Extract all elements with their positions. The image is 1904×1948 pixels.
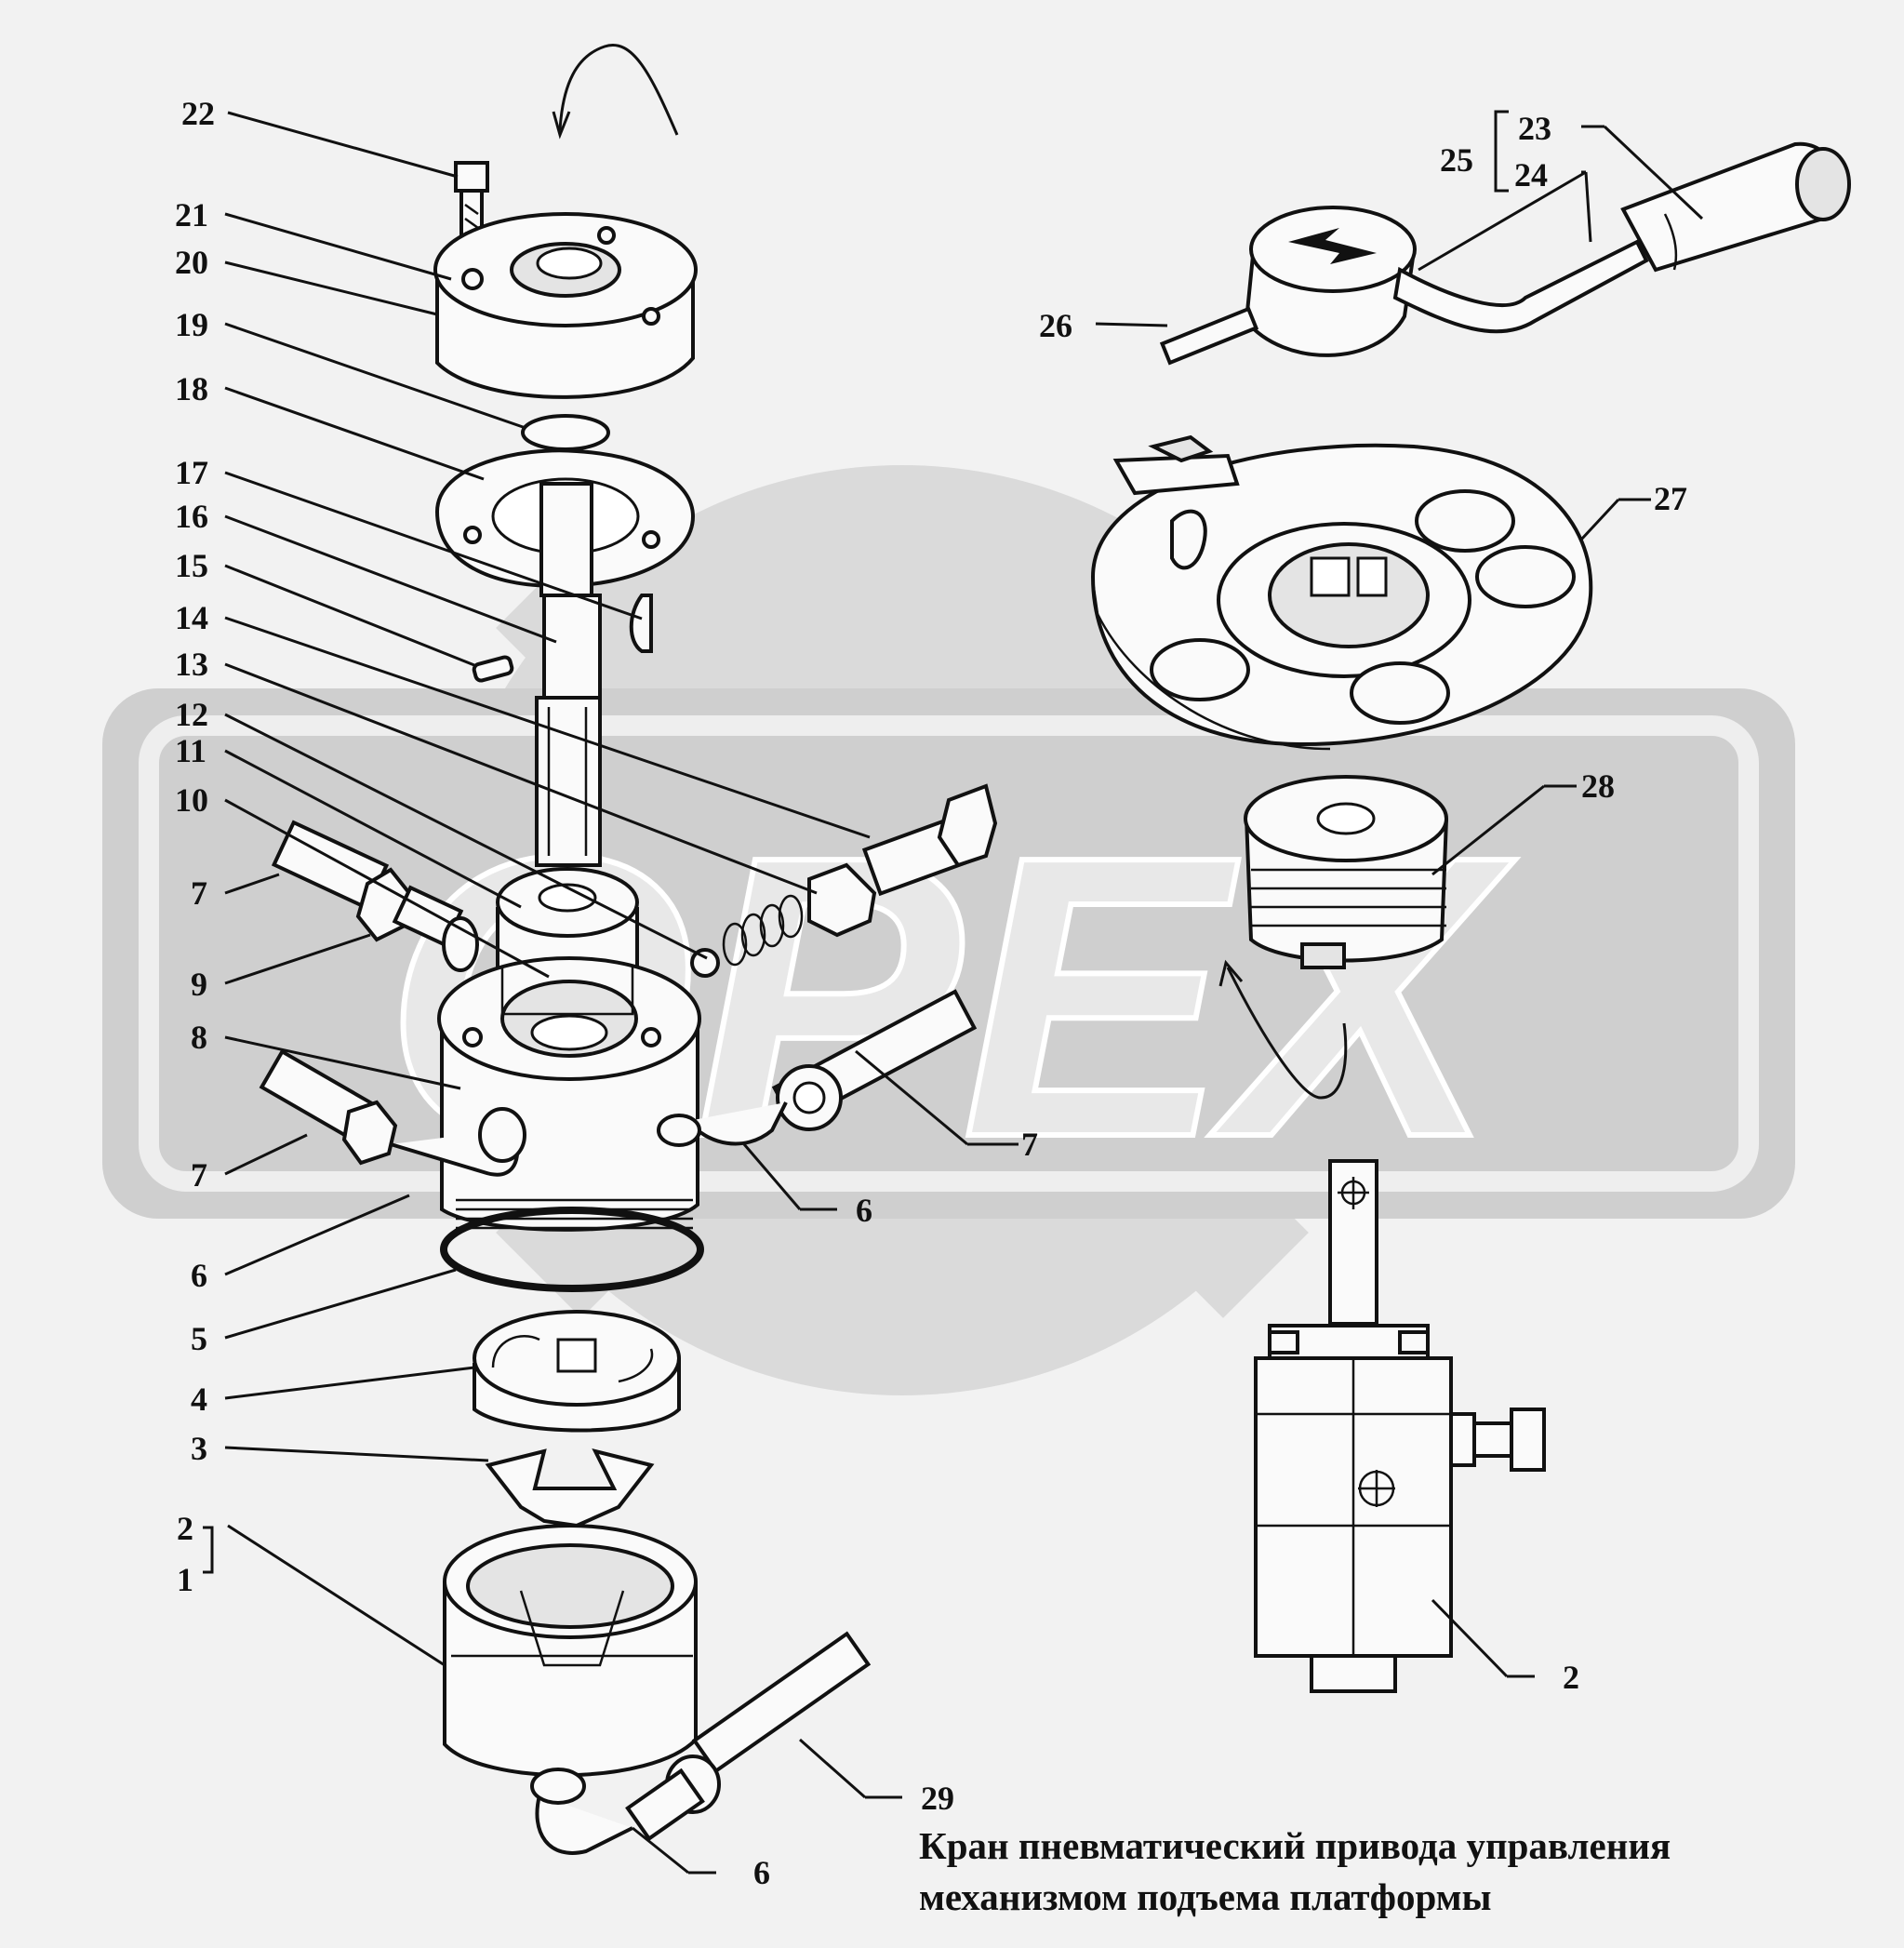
callout-3: 3	[191, 1430, 207, 1467]
callout-21: 21	[175, 196, 208, 233]
callout-18: 18	[175, 370, 208, 407]
callout-22: 22	[181, 95, 215, 132]
callout-2-left: 2	[177, 1510, 193, 1547]
callout-10: 10	[175, 781, 208, 819]
callout-11: 11	[175, 732, 206, 769]
callout-20: 20	[175, 244, 208, 281]
washer-3	[485, 1448, 655, 1528]
callout-12: 12	[175, 696, 208, 733]
valve-side-view-2	[1254, 1159, 1546, 1693]
callout-6-left: 6	[191, 1257, 207, 1294]
caption-line-1: Кран пневматический привода управления	[919, 1824, 1671, 1867]
pin-15	[472, 655, 514, 683]
plate-4	[473, 1310, 681, 1433]
callout-2-right: 2	[1563, 1659, 1579, 1696]
callout-8: 8	[191, 1019, 207, 1056]
callout-29: 29	[921, 1780, 954, 1817]
o-ring-19	[521, 414, 610, 451]
callout-labels: 22 21 20 19 18 17 16 15 14 13 12 11 10 7…	[175, 95, 1687, 1891]
callout-5: 5	[191, 1320, 207, 1357]
shaft-16	[535, 482, 602, 867]
tube-29	[530, 1631, 872, 1855]
callout-1: 1	[177, 1561, 193, 1598]
lever-25	[1159, 141, 1851, 366]
callout-13: 13	[175, 646, 208, 683]
callout-7-lower-left: 7	[191, 1156, 207, 1194]
rotor-28	[1218, 775, 1448, 1100]
tube-7-lower-left	[259, 1048, 526, 1177]
callout-15: 15	[175, 547, 208, 584]
callout-7-right: 7	[1021, 1126, 1038, 1163]
body-8	[437, 956, 701, 1232]
callout-17: 17	[175, 454, 208, 491]
cover-20	[433, 212, 698, 399]
key-17	[629, 594, 653, 653]
tube-7-upper-left	[271, 820, 479, 972]
callout-25: 25	[1440, 141, 1473, 179]
callout-26: 26	[1039, 307, 1072, 344]
callout-7-upper-left: 7	[191, 874, 207, 912]
callout-6-bottom: 6	[753, 1854, 770, 1891]
leader-lines	[203, 110, 1704, 1875]
housing-2	[443, 1524, 698, 1778]
callout-28: 28	[1581, 767, 1615, 805]
callout-4: 4	[191, 1381, 207, 1418]
callout-16: 16	[175, 498, 208, 535]
plug-14	[807, 783, 998, 938]
callout-6-right: 6	[856, 1192, 872, 1229]
valve-assembly-left	[259, 44, 998, 1855]
callout-24: 24	[1514, 156, 1548, 193]
tube-7-right	[657, 989, 978, 1147]
ball-12	[690, 948, 720, 978]
callout-14: 14	[175, 599, 208, 636]
callout-9: 9	[191, 966, 207, 1003]
callout-19: 19	[175, 306, 208, 343]
callout-23: 23	[1518, 110, 1551, 147]
callout-27: 27	[1654, 480, 1687, 517]
indicator-plate-27	[1090, 434, 1593, 751]
caption-line-2: механизмом подъема платформы	[919, 1875, 1492, 1918]
o-ring-5	[440, 1207, 704, 1292]
spring-13	[722, 894, 804, 967]
